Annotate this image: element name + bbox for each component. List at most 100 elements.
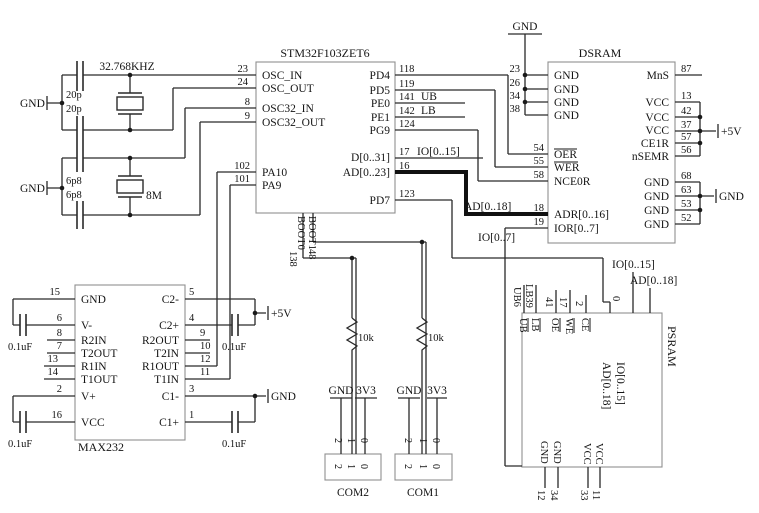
stm32-pin-label: PE1 [371,112,390,124]
junction-dots [59,72,703,399]
stm32-pin-num: 119 [399,79,414,90]
gnd-symbol-label: GND [329,385,354,397]
net-label-io15: IO[0..15] [417,146,460,158]
max232-pin-label: R1OUT [142,361,179,373]
max232-pin-label: GND [81,294,106,306]
max232-pin-label: T2IN [154,348,180,360]
stm32-pin-num: 141 [399,92,415,103]
resistor-value: 10k [428,333,445,344]
cap-value: 20p [66,90,82,101]
psram-pin-num: 33 [578,490,589,501]
dsram-pin-num: 42 [681,106,692,117]
com-pin-num: 2 [332,438,343,443]
max232-pin-num: 1 [189,410,194,421]
psram-pin-label: GND [538,441,549,464]
max232-pin-label: T2OUT [81,348,117,360]
dsram-pin-num: 54 [534,143,545,154]
dsram-pin-num: 37 [681,120,692,131]
max232-pin-label: T1OUT [81,374,117,386]
psram-pin-num: 11 [590,490,601,500]
stm32-pin-num: 142 [399,106,415,117]
overbar-lines [554,148,578,163]
stm32-pin-label: OSC_OUT [262,83,314,95]
max232-pin-label: R2IN [81,335,107,347]
max232-pin-label: C1+ [159,417,179,429]
max232-pin-label: VCC [81,417,105,429]
psram-pin-label: UB [517,318,528,333]
stm32-pin-label: PD7 [370,195,391,207]
dsram-pin-label: GND [554,84,579,96]
psram-pin-label: OE [549,318,560,332]
stm32-title: STM32F103ZET6 [280,46,369,60]
psram-pin-outer: 41 [543,297,554,308]
v33-symbol-label: 3V3 [356,385,376,397]
dsram-pin-num: 34 [510,91,521,102]
dsram-pin-num: 87 [681,64,692,75]
psram-top-pin-labels: UB LB OE WE CE [517,318,591,334]
dsram-pin-label: VCC [645,112,669,124]
cap-value: 0.1uF [8,342,32,353]
stm32-pin-num: 102 [234,161,250,172]
stm32-pin-num: 9 [245,111,250,122]
stm32-pin-label: PE0 [371,98,390,110]
dsram-pin-num: 26 [510,78,521,89]
max232-pin-num: 6 [57,313,62,324]
capacitor-plates [19,61,239,433]
max232-title: MAX232 [78,440,124,454]
max232-pin-label: R2OUT [142,335,179,347]
dsram-body [547,61,676,244]
com-pin-num: 0 [430,464,441,469]
cap-value: 6p8 [66,190,82,201]
dsram-pin-num: 53 [681,199,692,210]
com-pin-num: 0 [358,438,369,443]
dsram-pin-label: GND [554,70,579,82]
plus5v-symbol-label: +5V [271,308,292,320]
max232-pin-label: R1IN [81,361,107,373]
dsram-pin-num: 57 [681,132,692,143]
psram-title: PSRAM [665,326,679,367]
dsram-pin-label: GND [554,110,579,122]
dsram-pin-num: 58 [534,170,545,181]
psram-bus-label: IO[0..15] [614,362,626,405]
plus5v-symbol-label: +5V [721,126,742,138]
max232-pin-num: 4 [189,313,195,324]
net-label-ub: UB [421,91,437,103]
psram-pin-label: WE [563,318,574,334]
stm32-pin-num: 24 [238,77,249,88]
gnd-symbol-label: GND [397,385,422,397]
stm32-pin-label: D[0..31] [351,152,390,164]
max232-pin-num: 8 [57,328,62,339]
resistor-10k-com2 [345,317,359,352]
dsram-pin-label: MnS [647,70,669,82]
dsram-pin-label: GND [644,219,669,231]
v33-symbol-label: 3V3 [427,385,447,397]
dsram-pin-label: WER [554,162,580,174]
max232-pin-num: 2 [57,384,62,395]
psram-body [521,312,663,468]
max232-pin-num: 16 [52,410,63,421]
max232-body [74,284,186,441]
dsram-pin-num: 68 [681,171,692,182]
net-label-ad18: AD[0..18] [464,201,511,213]
resistor-value: 10k [358,333,375,344]
dsram-pin-num: 55 [534,156,545,167]
stm32-boot1-label: BOOT1 [306,216,317,250]
dsram-pin-label: CE1R [641,138,669,150]
dsram-pin-label: ADR[0..16] [554,209,609,221]
cap-value: 6p8 [66,176,82,187]
com-pin-num: 1 [345,464,356,469]
stm32-pin-num: 123 [399,189,415,200]
com-pin-num: 1 [345,438,356,443]
dsram-title: DSRAM [579,46,622,60]
stm32-pin-num: 8 [245,97,250,108]
psram-pin-label: CE [579,318,590,331]
cap-value: 0.1uF [222,342,246,353]
com-pin-num: 0 [430,438,441,443]
gnd-symbol-label: GND [513,21,538,33]
stm32-pin-label: OSC32_IN [262,103,314,115]
dsram-pin-num: 13 [681,91,692,102]
max232-pin-label: C1- [162,391,179,403]
max232-pin-label: V- [81,320,92,332]
dsram-pin-num: 38 [510,104,521,115]
